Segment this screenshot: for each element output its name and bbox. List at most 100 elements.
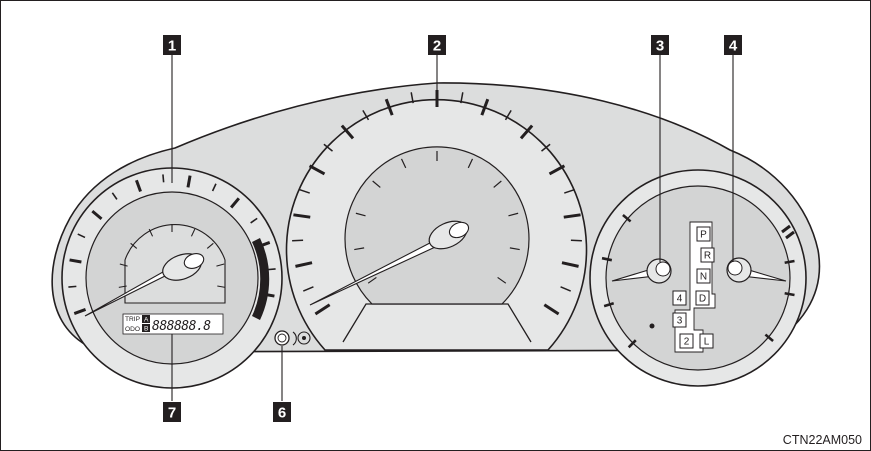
svg-text:2: 2 bbox=[433, 38, 441, 55]
speedometer-tick bbox=[384, 98, 394, 116]
gear-n-box bbox=[696, 268, 711, 284]
speedometer-inner-tick bbox=[355, 212, 366, 217]
tachometer-tick bbox=[68, 285, 77, 288]
gear-d-box bbox=[695, 290, 710, 306]
tachometer-tick bbox=[77, 233, 86, 239]
tachometer-inner-tick bbox=[119, 263, 128, 267]
speedometer-inner-tick bbox=[467, 158, 474, 169]
gear-3: 3 bbox=[677, 316, 683, 327]
tachometer-tick bbox=[111, 192, 118, 200]
gear-d: D bbox=[699, 294, 706, 305]
tachometer-tick bbox=[250, 217, 258, 224]
tachometer-tick bbox=[211, 183, 217, 192]
tachometer-inner-ticks bbox=[118, 224, 226, 288]
callout-4: 4 bbox=[724, 35, 742, 55]
odometer-display: TRIP ODO A B 888888.8 bbox=[122, 313, 224, 335]
speedometer-tick bbox=[504, 110, 512, 121]
speedometer-gauge bbox=[285, 90, 588, 351]
speedometer-inner-tick bbox=[509, 247, 520, 251]
fuel-tick bbox=[601, 256, 613, 262]
tachometer-tick bbox=[73, 308, 87, 315]
speedometer-inner-tick bbox=[508, 212, 519, 217]
speedometer-tick bbox=[295, 261, 313, 268]
speedometer-tick bbox=[564, 188, 575, 194]
tachometer-tick bbox=[135, 179, 142, 193]
gear-4: 4 bbox=[677, 294, 683, 305]
temperature-tick bbox=[764, 333, 774, 342]
tachometer-ticks bbox=[68, 174, 276, 315]
speedometer-tick bbox=[362, 110, 370, 121]
svg-text:3: 3 bbox=[656, 38, 664, 55]
speedometer-tick bbox=[299, 188, 310, 194]
gear-n: N bbox=[700, 272, 707, 283]
tachometer-inner-tick bbox=[217, 285, 226, 288]
svg-text:4: 4 bbox=[729, 38, 738, 55]
speedometer-tick bbox=[480, 98, 490, 116]
callout-6: 6 bbox=[273, 402, 291, 422]
tachometer-inner-tick bbox=[148, 228, 154, 237]
gear-l-box bbox=[699, 333, 714, 349]
speedometer-tick bbox=[541, 143, 551, 152]
speedometer-inner-tick bbox=[493, 180, 502, 188]
trip-b-label: B bbox=[144, 326, 149, 333]
tachometer-inner-tick bbox=[130, 242, 138, 249]
trip-a-label: A bbox=[144, 317, 149, 324]
speedometer-tick bbox=[340, 124, 355, 140]
gear-4-box bbox=[672, 290, 687, 306]
fuel-temp-ticks bbox=[601, 214, 795, 349]
speedometer-inner-tick bbox=[400, 158, 407, 169]
odo-trip-reset-knob-icon bbox=[274, 330, 290, 346]
temperature-tick bbox=[784, 259, 795, 264]
svg-text:6: 6 bbox=[278, 405, 286, 422]
tachometer-inner-tick bbox=[216, 263, 225, 267]
speedometer-tick bbox=[410, 92, 414, 104]
speedometer-tick bbox=[561, 261, 579, 268]
speedometer-tick bbox=[323, 143, 333, 152]
speedometer-inner-ticks bbox=[354, 151, 520, 284]
gear-p: P bbox=[700, 230, 707, 241]
tachometer-tick bbox=[267, 268, 276, 271]
tachometer-tick bbox=[162, 174, 165, 183]
temperature-tick bbox=[784, 292, 795, 297]
speedometer-inner-tick bbox=[372, 180, 381, 188]
tachometer-tick bbox=[186, 175, 192, 188]
speedometer-inner-tick bbox=[367, 276, 377, 284]
speedometer-tick bbox=[302, 286, 314, 292]
speedometer-tick bbox=[560, 286, 572, 292]
fuel-tick bbox=[622, 214, 632, 223]
gear-l: L bbox=[704, 337, 710, 348]
speedometer-tick bbox=[293, 213, 311, 219]
tachometer-inner-tick bbox=[206, 242, 214, 249]
speedometer-tick bbox=[563, 213, 581, 219]
gear-p-box bbox=[696, 226, 711, 242]
gear-2: 2 bbox=[684, 337, 690, 348]
speedometer-tick bbox=[543, 303, 560, 316]
gear-r-box bbox=[700, 247, 715, 263]
callout-7: 7 bbox=[163, 402, 181, 422]
speedometer-tick bbox=[308, 164, 326, 176]
tachometer-inner-tick bbox=[118, 285, 127, 288]
callout-1: 1 bbox=[163, 35, 181, 55]
gear-2-box bbox=[679, 333, 694, 349]
gear-r: R bbox=[704, 251, 711, 262]
speedometer-tick bbox=[460, 92, 464, 104]
tachometer-tick bbox=[91, 210, 103, 221]
speedometer-tick bbox=[548, 164, 566, 176]
odometer-trip-label: TRIP bbox=[125, 316, 141, 323]
tachometer-inner-tick bbox=[190, 228, 196, 237]
tachometer-tick bbox=[229, 197, 240, 209]
callout-3: 3 bbox=[651, 35, 669, 55]
svg-text:7: 7 bbox=[168, 405, 176, 422]
figure-code: CTN22AM050 bbox=[783, 433, 862, 447]
fuel-tick bbox=[627, 339, 637, 349]
fuel-tick bbox=[603, 301, 615, 308]
odometer-digits: 888888.8 bbox=[152, 319, 211, 334]
speedometer-inner-tick bbox=[497, 276, 507, 284]
tachometer-redzone bbox=[252, 238, 270, 320]
callout-2: 2 bbox=[428, 35, 446, 55]
dial-symbol-icon bbox=[292, 331, 311, 346]
speedometer-tick bbox=[314, 303, 331, 316]
speedometer-inner-tick bbox=[354, 247, 365, 251]
